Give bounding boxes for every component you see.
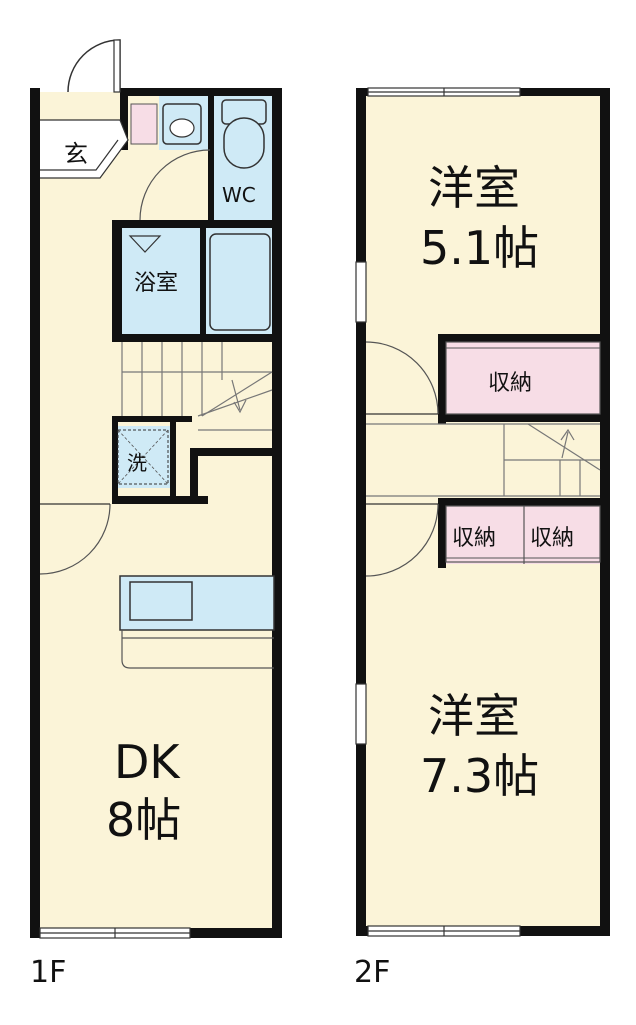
- first-floor-window: [39, 927, 191, 939]
- washer-pan-outline: [117, 429, 169, 485]
- first-floor-label: 1F: [30, 955, 66, 990]
- dk-door-swing[interactable]: [39, 503, 111, 575]
- bathtub: [209, 233, 271, 331]
- western-lower-name-label: 洋室: [428, 689, 520, 743]
- upper-room-side-window: [355, 261, 367, 323]
- lower-room-door-swing[interactable]: [365, 503, 439, 577]
- entrance-step-inner: [40, 139, 119, 171]
- bath-door-mark: [128, 235, 162, 253]
- lower-room-side-window: [355, 683, 367, 745]
- second-floor-bottom-window: [367, 925, 521, 937]
- western-upper-size-label: 5.1帖: [420, 221, 539, 275]
- washer-diag-b: [117, 429, 169, 485]
- storage-upper-fill: [446, 340, 604, 416]
- storage-upper-frame: [445, 341, 601, 415]
- second-floor-stairs: [366, 423, 601, 497]
- washbasin-bowl: [169, 118, 195, 138]
- storage-left-label: 収納: [452, 526, 496, 551]
- first-floor-walls: [30, 88, 282, 938]
- dk-name-label: DK: [114, 735, 181, 789]
- toilet: [221, 99, 267, 169]
- bath-label: 浴室: [134, 271, 178, 296]
- entrance-label: 玄: [64, 140, 88, 168]
- storage-upper-label: 収納: [488, 371, 532, 396]
- first-floor-plan: [30, 39, 282, 939]
- second-floor-walls: [356, 88, 610, 936]
- second-floor-top-window: [367, 87, 521, 97]
- entrance-step: [40, 119, 129, 179]
- second-floor-label: 2F: [354, 955, 390, 990]
- second-floor-plan: [355, 87, 610, 937]
- storage-right-label: 収納: [530, 526, 574, 551]
- kitchen-counter: [119, 575, 275, 669]
- western-lower-size-label: 7.3帖: [420, 749, 539, 803]
- upper-room-door-swing[interactable]: [365, 341, 439, 415]
- wc-label: WC: [222, 183, 256, 207]
- entrance-door[interactable]: [67, 39, 121, 93]
- storage-lower-frame: [445, 505, 601, 563]
- washer-label: 洗: [127, 451, 147, 475]
- storage-lower-fill: [446, 506, 604, 564]
- wc-door-swing: [139, 149, 211, 221]
- western-upper-name-label: 洋室: [428, 161, 520, 215]
- dk-size-label: 8帖: [106, 793, 181, 847]
- pink-cabinet: [130, 103, 158, 145]
- first-floor-stairs: [121, 342, 273, 431]
